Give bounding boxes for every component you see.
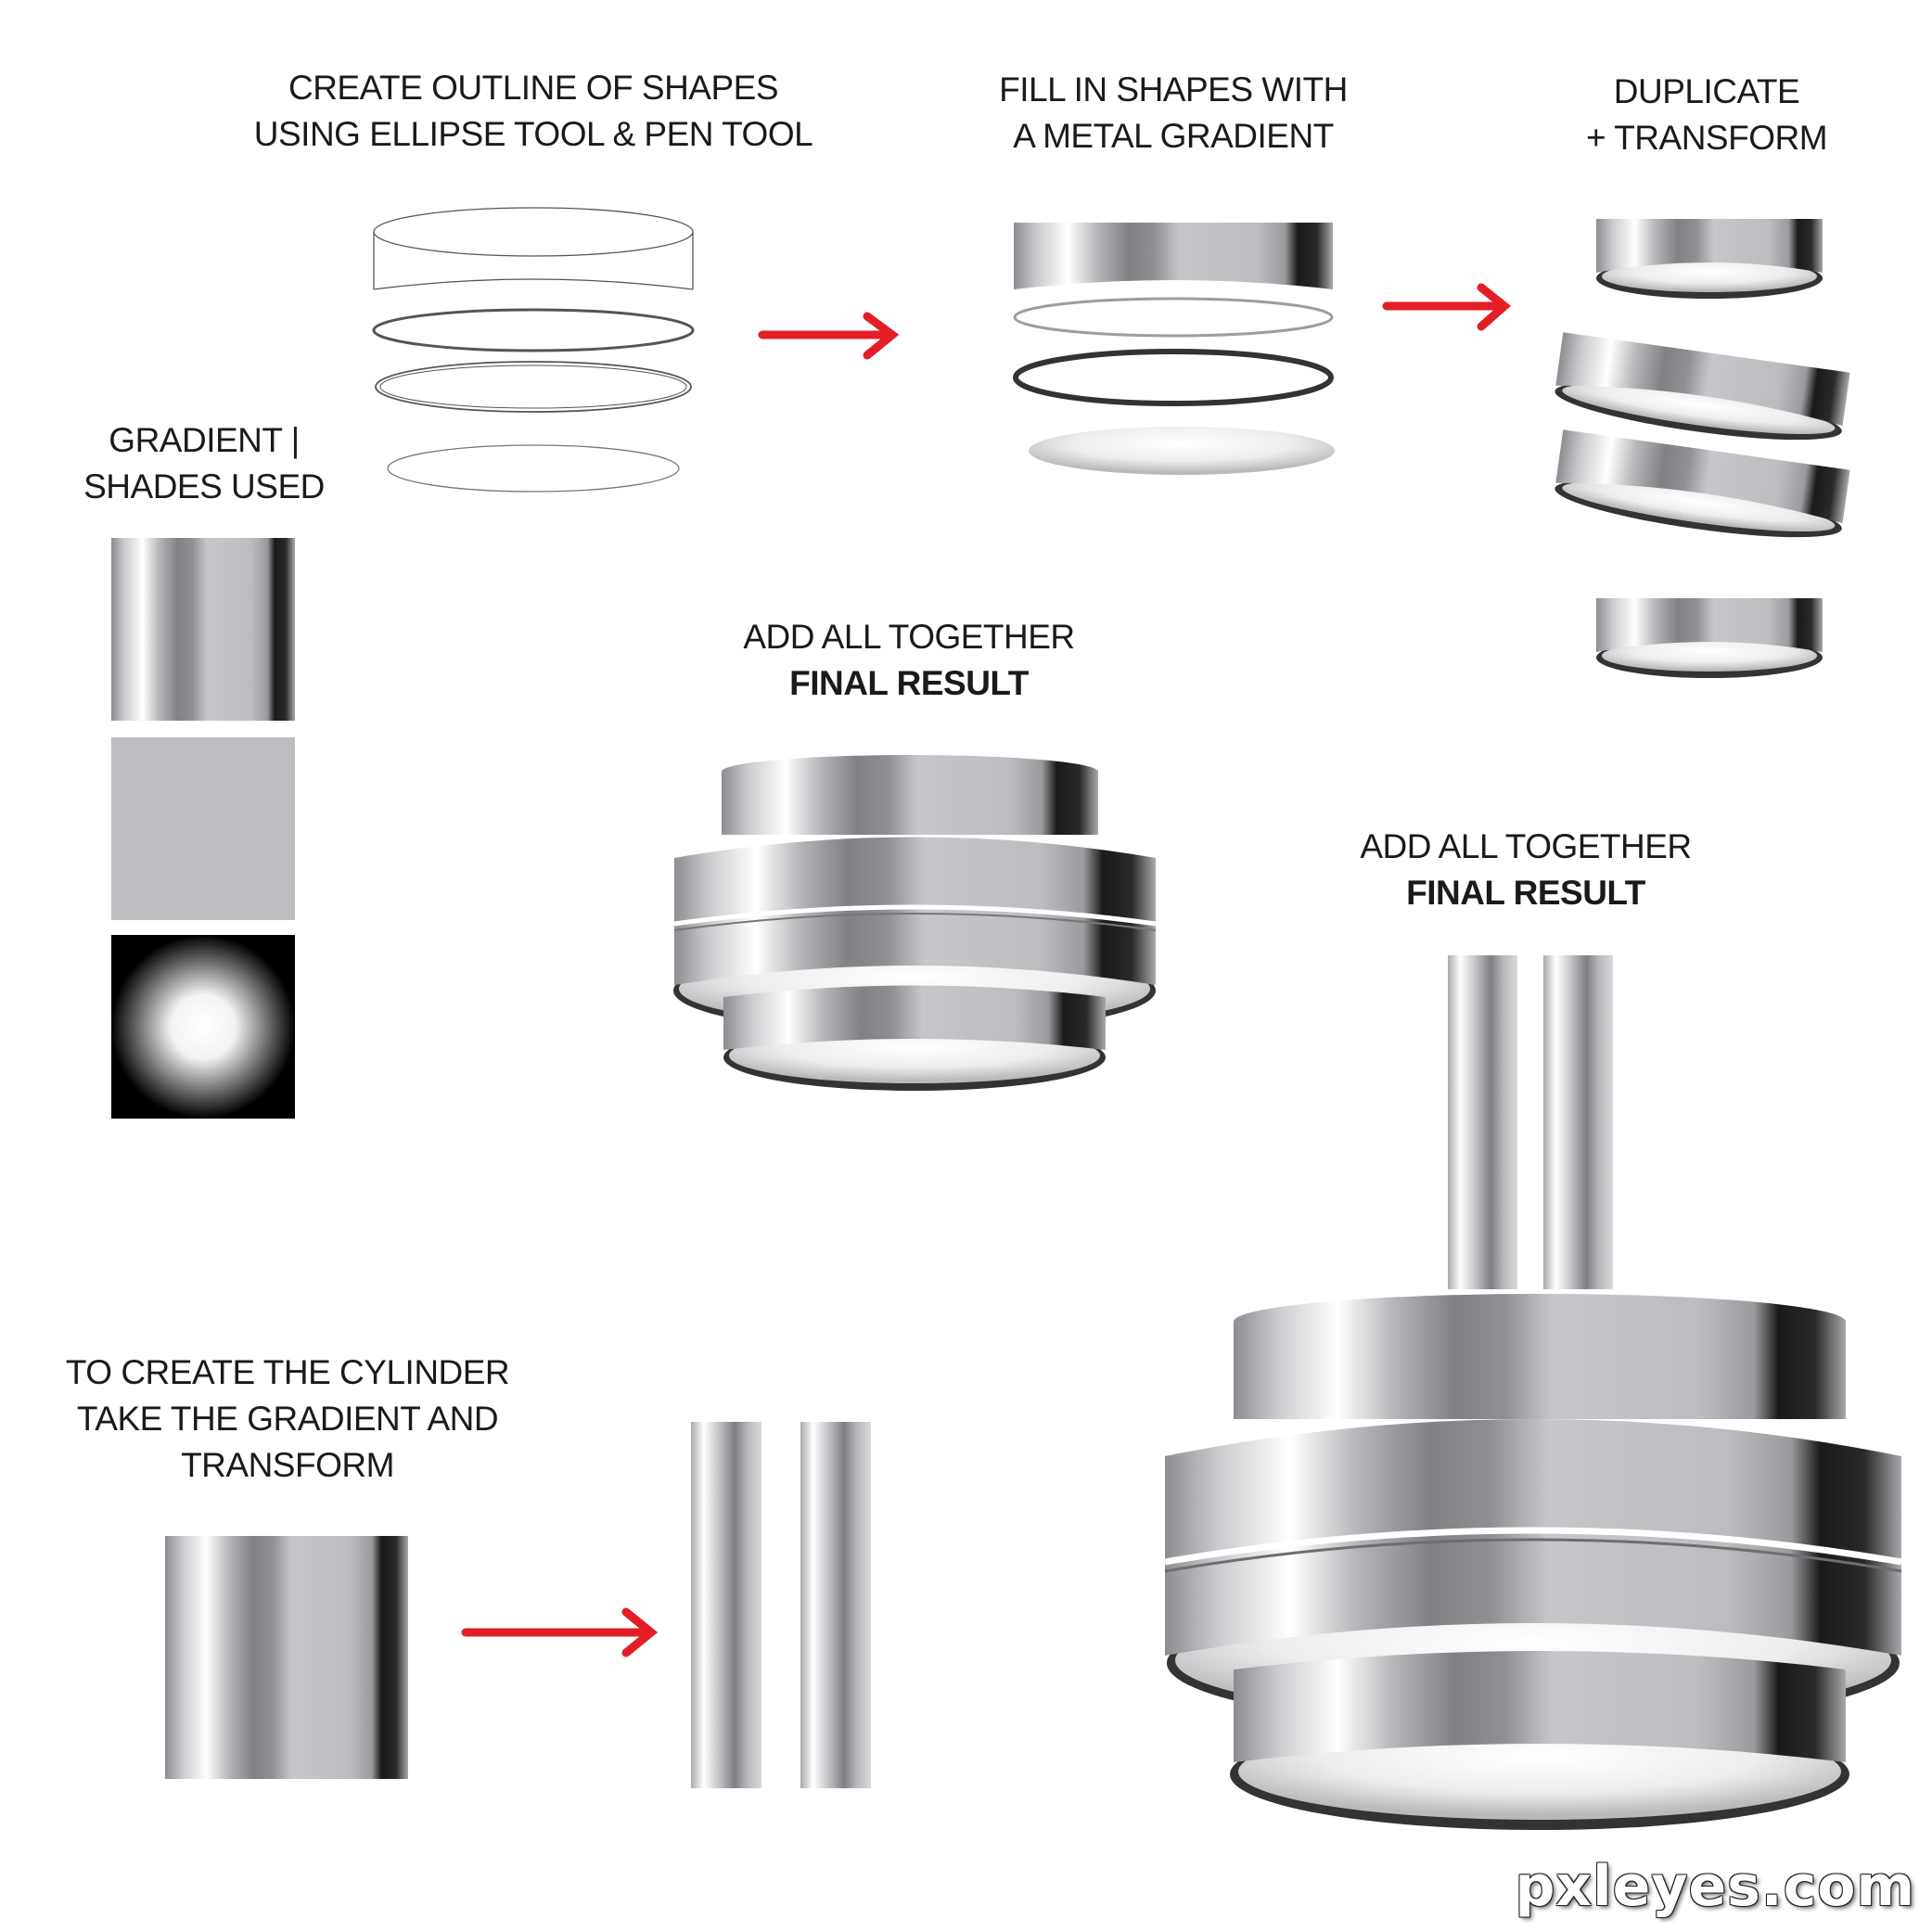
caption-line: TO CREATE THE CYLINDER — [65, 1353, 510, 1391]
caption-line: ADD ALL TOGETHER — [743, 618, 1075, 656]
final-lamp-large — [1164, 955, 1902, 1830]
caption-line: ADD ALL TOGETHER — [1360, 827, 1692, 865]
caption-cylinder: TO CREATE THE CYLINDER TAKE THE GRADIENT… — [56, 1350, 519, 1489]
ring-2 — [1552, 332, 1850, 452]
arrow-right-icon — [758, 312, 900, 360]
ring-4 — [1596, 598, 1823, 678]
outline-band-bottom — [373, 278, 694, 290]
caption-line: DUPLICATE — [1613, 72, 1800, 110]
cylinder-right — [800, 1422, 871, 1788]
outline-ellipse — [375, 361, 692, 413]
metal-gradient-swatch — [111, 538, 295, 721]
ring-3 — [1552, 429, 1850, 549]
rod-left — [1448, 955, 1517, 1289]
caption-line: USING ELLIPSE TOOL & PEN TOOL — [253, 115, 813, 153]
outline-ellipse-inner — [379, 365, 687, 409]
rod-right — [1543, 955, 1613, 1289]
thick-ring — [1013, 349, 1334, 406]
caption-duplicate: DUPLICATE + TRANSFORM — [1558, 69, 1855, 161]
caption-shades: GRADIENT | SHADES USED — [65, 417, 343, 510]
duplicated-rings — [1552, 219, 1850, 678]
arrow-right-icon — [461, 1607, 659, 1657]
caption-line: FILL IN SHAPES WITH — [999, 70, 1348, 109]
filled-shapes — [1013, 223, 1335, 475]
caption-line: A METAL GRADIENT — [1013, 117, 1334, 155]
thin-ring — [1013, 297, 1334, 338]
cylinder-left — [691, 1422, 761, 1788]
caption-final-large: ADD ALL TOGETHER FINAL RESULT — [1340, 824, 1711, 916]
caption-line: SHADES USED — [83, 467, 325, 505]
outline-ring — [372, 308, 695, 352]
outline-band — [373, 207, 694, 289]
flat-shade-swatch — [111, 737, 295, 920]
caption-line: TRANSFORM — [181, 1446, 394, 1484]
caption-line: + TRANSFORM — [1585, 119, 1828, 157]
caption-line: GRADIENT | — [109, 421, 300, 459]
outline-disc — [387, 444, 680, 493]
source-gradient — [165, 1536, 408, 1779]
watermark-logo: pxleyes.com — [1515, 1854, 1915, 1919]
final-lamp-small — [673, 755, 1157, 1091]
ring-1 — [1596, 219, 1823, 299]
gradient-disc — [1029, 427, 1335, 475]
caption-line-bold: FINAL RESULT — [1406, 874, 1645, 912]
arrow-right-icon — [1382, 283, 1511, 331]
caption-line: TAKE THE GRADIENT AND — [76, 1400, 499, 1438]
caption-final-small: ADD ALL TOGETHER FINAL RESULT — [723, 614, 1094, 707]
caption-line: CREATE OUTLINE OF SHAPES — [288, 69, 779, 107]
radial-gradient-swatch — [111, 935, 295, 1119]
caption-line-bold: FINAL RESULT — [789, 664, 1029, 702]
outline-shapes — [372, 207, 695, 493]
caption-fill: FILL IN SHAPES WITH A METAL GRADIENT — [983, 67, 1363, 160]
metal-band — [1014, 223, 1333, 289]
caption-outline: CREATE OUTLINE OF SHAPES USING ELLIPSE T… — [250, 65, 816, 158]
